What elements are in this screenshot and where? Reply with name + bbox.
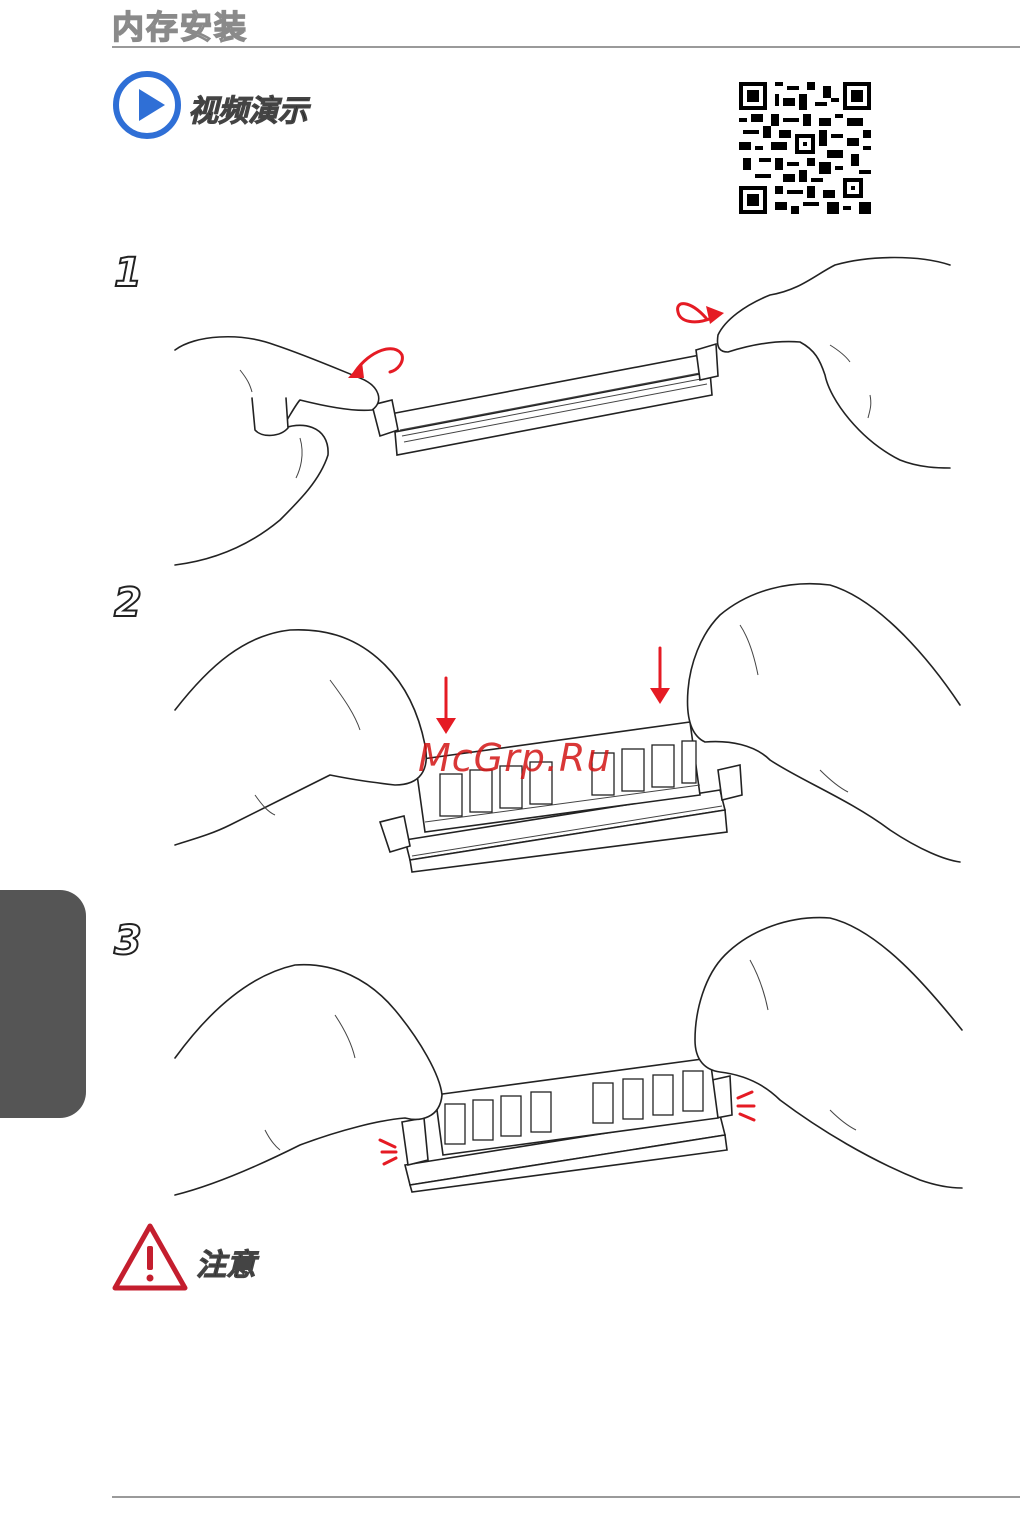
dimm-slot bbox=[372, 344, 718, 455]
video-demo-label: 视频演示 bbox=[188, 86, 308, 130]
qr-code-icon[interactable] bbox=[739, 82, 871, 214]
step-3-number: 3 bbox=[114, 918, 142, 964]
header-divider bbox=[112, 46, 1020, 48]
chapter-side-tab bbox=[0, 890, 86, 1118]
play-icon bbox=[112, 70, 182, 140]
step-1-illustration bbox=[170, 255, 970, 570]
step-2-illustration bbox=[170, 580, 970, 880]
step-3-illustration bbox=[170, 915, 970, 1200]
page-title: 内存安装 bbox=[112, 2, 248, 48]
warning-icon bbox=[112, 1222, 188, 1292]
caution-label: 注意 bbox=[196, 1240, 256, 1284]
step-1-number: 1 bbox=[114, 250, 142, 296]
step-2-number: 2 bbox=[114, 580, 142, 626]
watermark: McGrp.Ru bbox=[418, 736, 611, 780]
footer-divider bbox=[112, 1496, 1020, 1498]
